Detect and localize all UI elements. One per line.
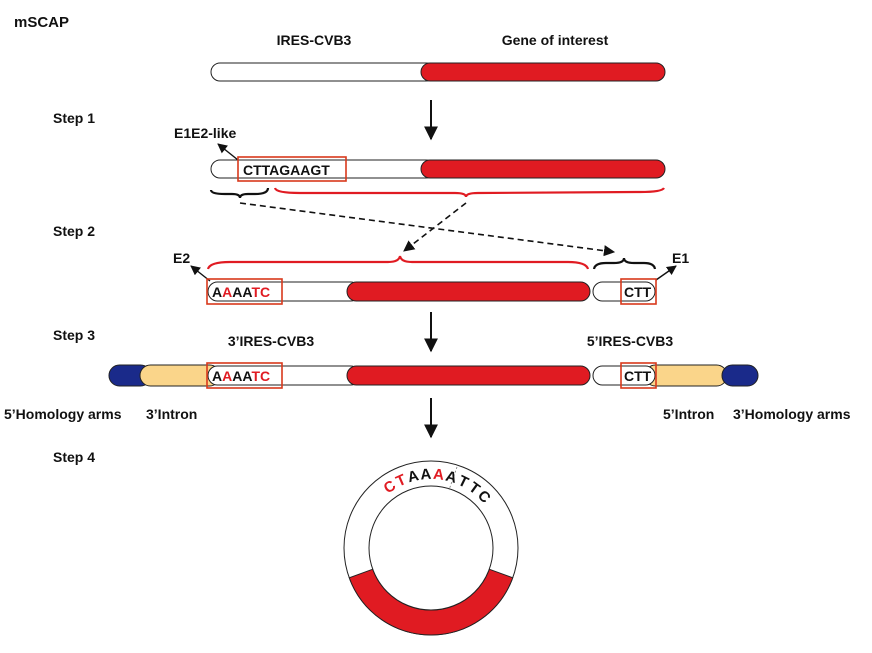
gene-segment-step2: [346, 281, 591, 302]
circle-letter: A: [432, 466, 445, 484]
seq3-l-2: AA: [232, 368, 252, 384]
step3-right-sequence: CTT: [624, 368, 652, 384]
circle-inner: [368, 485, 494, 611]
step-2-label: Step 2: [53, 223, 95, 239]
homology-arm-3: [721, 364, 759, 387]
e1-arrow: [655, 265, 677, 281]
step1-sequence: CTTAGAAGT: [243, 162, 330, 178]
seq-l-3: TC: [251, 284, 270, 300]
ires3-label: 3’IRES-CVB3: [228, 333, 315, 349]
e1e2-box: [237, 156, 347, 182]
e1-box-step3: [620, 362, 657, 389]
ires5-label: 5’IRES-CVB3: [587, 333, 674, 349]
dashed-arrow-long: [239, 202, 616, 257]
e1e2-arrow: [217, 143, 239, 161]
seq3-l-1: A: [222, 368, 232, 384]
ires-segment: [210, 62, 436, 82]
gene-segment: [420, 62, 666, 82]
dashed-arrow-short: [403, 202, 467, 252]
e2-box-step3: [206, 362, 283, 389]
intron3-label: 3’Intron: [146, 406, 197, 422]
e2-label: E2: [173, 250, 190, 266]
brace-long-step1: [273, 187, 665, 198]
step-1-label: Step 1: [53, 110, 95, 126]
brace-short-step2: [592, 257, 657, 270]
circle-letter: A: [444, 468, 459, 487]
intron-5: [644, 364, 728, 387]
gene-segment-step1: [420, 159, 666, 179]
ires-label: IRES-CVB3: [277, 32, 352, 48]
circle-junction: [448, 466, 458, 491]
gene-segment-step3: [346, 365, 591, 386]
ires5-segment-step3: [592, 365, 656, 386]
e2-box: [206, 278, 283, 305]
intron5-label: 5’Intron: [663, 406, 714, 422]
seq3-l-0: A: [212, 368, 222, 384]
figure-title: mSCAP: [14, 14, 69, 31]
e1-box: [620, 278, 657, 305]
step2-left-sequence: AAAATC: [212, 284, 270, 300]
seq-l-0: A: [212, 284, 222, 300]
brace-long-step2: [206, 255, 590, 270]
step-4-label: Step 4: [53, 449, 95, 465]
circle-letter: A: [406, 467, 421, 486]
e1-label: E1: [672, 250, 689, 266]
e1e2-label: E1E2-like: [174, 125, 236, 141]
step2-right-sequence: CTT: [624, 284, 652, 300]
seq-l-2: AA: [232, 284, 252, 300]
homology5-label: 5’Homology arms: [4, 406, 122, 422]
seq-l-1: A: [222, 284, 232, 300]
goi-label: Gene of interest: [502, 32, 609, 48]
step-3-label: Step 3: [53, 327, 95, 343]
circle-letter: A: [420, 466, 432, 484]
seq3-l-3: TC: [251, 368, 270, 384]
brace-short-step1: [209, 187, 270, 199]
step3-left-sequence: AAAATC: [212, 368, 270, 384]
ires5-segment-step2: [592, 281, 656, 302]
homology3-label: 3’Homology arms: [733, 406, 851, 422]
